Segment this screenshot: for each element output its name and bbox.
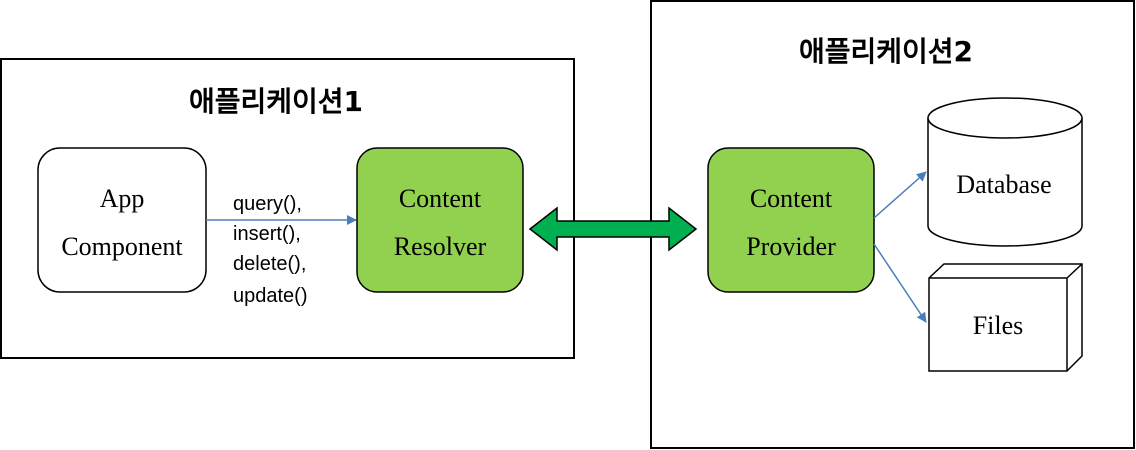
application-1-title: 애플리케이션1 bbox=[189, 85, 363, 118]
app-component-label-line1: App bbox=[100, 184, 145, 213]
content-resolver-label-line2: Resolver bbox=[394, 232, 487, 261]
provider-to-database-arrow bbox=[873, 171, 927, 219]
call-label-query: query(), bbox=[233, 193, 302, 215]
app-component-box: App Component bbox=[37, 147, 207, 293]
call-label-delete: delete(), bbox=[233, 253, 306, 275]
provider-to-files-arrow bbox=[873, 243, 927, 323]
content-resolver-label-line1: Content bbox=[399, 184, 482, 213]
call-label-insert: insert(), bbox=[233, 223, 301, 245]
call-label-update: update() bbox=[233, 285, 308, 307]
method-call-labels: query(), insert(), delete(), update() bbox=[233, 193, 308, 307]
content-provider-label-line2: Provider bbox=[746, 232, 836, 261]
content-resolver-box: Content Resolver bbox=[356, 147, 524, 293]
application-2-title: 애플리케이션2 bbox=[799, 35, 973, 68]
content-provider-box: Content Provider bbox=[707, 147, 875, 293]
app-component-label-line2: Component bbox=[61, 232, 183, 261]
ipc-double-arrow bbox=[528, 206, 698, 252]
files-label: Files bbox=[973, 311, 1024, 340]
database-cylinder: Database bbox=[927, 97, 1083, 247]
files-box: Files bbox=[928, 263, 1083, 372]
content-provider-label-line1: Content bbox=[750, 184, 833, 213]
database-label: Database bbox=[956, 170, 1051, 199]
